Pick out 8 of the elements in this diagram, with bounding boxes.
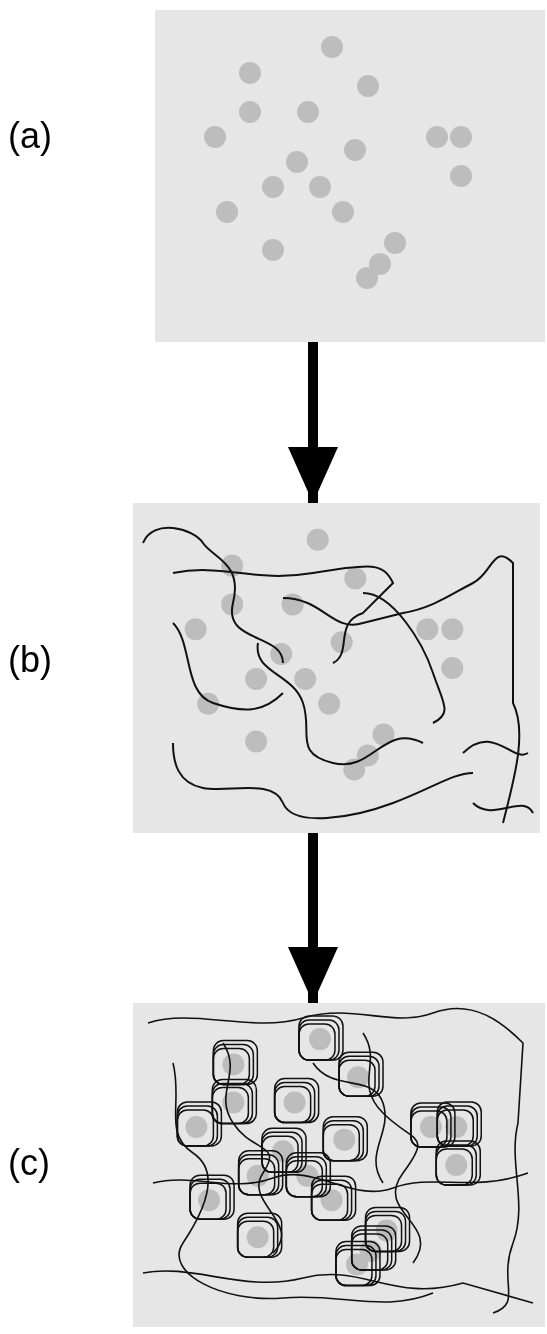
panel-label: (b) [8,642,52,678]
arrow [288,342,338,503]
arrow [288,833,338,1003]
particle-drawing [155,10,545,342]
panel-label: (a) [8,118,52,154]
panel-label: (c) [8,1145,50,1181]
particle-drawing [133,1003,545,1327]
particle-drawing [133,503,540,833]
